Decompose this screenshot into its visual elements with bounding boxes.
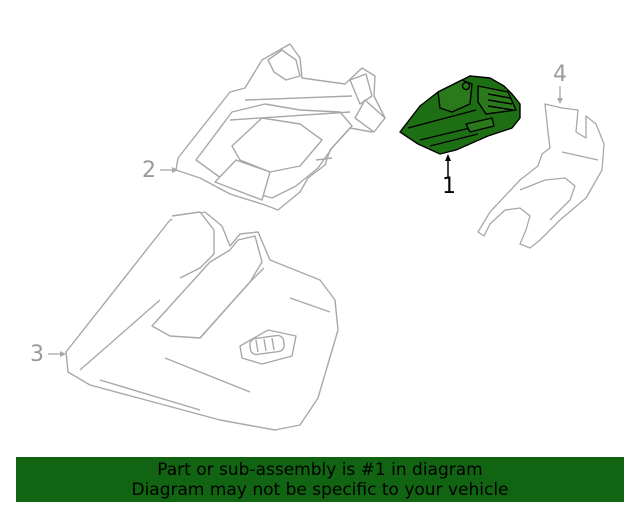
banner-line-2: Diagram may not be specific to your vehi…	[131, 479, 509, 500]
info-banner: Part or sub-assembly is #1 in diagram Di…	[16, 457, 624, 502]
part-1-module-highlighted[interactable]	[399, 75, 521, 155]
part-3-housing[interactable]	[65, 211, 339, 431]
callout-4[interactable]: 4	[553, 62, 567, 87]
part-2-bracket[interactable]	[175, 43, 386, 211]
banner-line-1: Part or sub-assembly is #1 in diagram	[157, 459, 483, 480]
callout-1[interactable]: 1	[442, 174, 456, 199]
leader-arrows	[48, 86, 563, 357]
part-4-trim[interactable]	[477, 103, 605, 249]
callout-2[interactable]: 2	[142, 158, 156, 183]
callout-3[interactable]: 3	[30, 342, 44, 367]
